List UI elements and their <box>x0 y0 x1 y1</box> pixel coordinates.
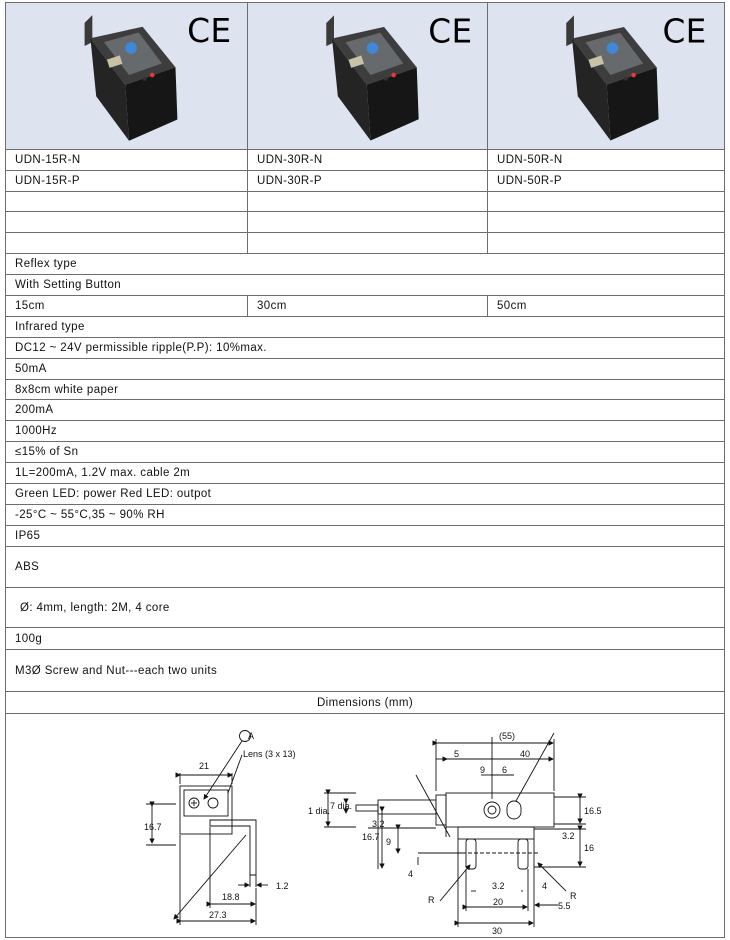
empty-cell <box>487 233 724 253</box>
setting-row: With Setting Button <box>6 275 724 296</box>
dim-55: (55) <box>499 731 515 741</box>
model-row-p: UDN-15R-P UDN-30R-P UDN-50R-P <box>6 171 724 192</box>
cable: Ø: 4mm, length: 2M, 4 core <box>20 601 170 614</box>
lens-label: Lens (3 x 13) <box>243 749 296 759</box>
current-row: 50mA <box>6 359 724 380</box>
empty-row <box>6 192 724 212</box>
weight-row: 100g <box>6 628 724 650</box>
material-row: ABS <box>6 547 724 588</box>
dim-21: 21 <box>199 761 209 771</box>
circle-a-label: A <box>248 731 254 741</box>
dim-16: 16 <box>584 843 594 853</box>
power-row: DC12 ~ 24V permissible ripple(P.P): 10%m… <box>6 338 724 359</box>
dim-16-5: 16.5 <box>584 806 602 816</box>
current-consumption: 50mA <box>15 363 47 375</box>
accessory-row: M3Ø Screw and Nut---each two units <box>6 650 724 692</box>
radius-label-right: R <box>570 891 577 901</box>
product-image-15: CE <box>6 3 247 149</box>
empty-row <box>6 212 724 233</box>
setting: With Setting Button <box>15 279 122 291</box>
response-frequency: 1000Hz <box>15 425 58 437</box>
target-row: 8x8cm white paper <box>6 380 724 400</box>
dim-27-3: 27.3 <box>209 910 227 920</box>
output-current: 200mA <box>15 404 54 416</box>
dim-16-7-right: 16.7 <box>362 832 380 842</box>
cable-row: Ø: 4mm, length: 2M, 4 core <box>6 588 724 628</box>
model-row-n: UDN-15R-N UDN-30R-N UDN-50R-N <box>6 150 724 171</box>
model-50-p: UDN-50R-P <box>487 171 724 191</box>
dim-30: 30 <box>492 926 502 936</box>
range-50: 50cm <box>487 296 724 316</box>
empty-cell <box>487 192 724 211</box>
dim-5: 5 <box>454 749 459 759</box>
ce-mark: CE <box>662 12 706 50</box>
dim-9: 9 <box>480 765 485 775</box>
dimensions-title: Dimensions (mm) <box>316 696 414 709</box>
dim-16-7: 16.7 <box>144 822 162 832</box>
product-image-30: CE <box>247 3 487 149</box>
dim-6: 6 <box>502 765 507 775</box>
model-30-n: UDN-30R-N <box>247 150 487 170</box>
empty-row <box>6 233 724 254</box>
material: ABS <box>15 561 40 573</box>
empty-cell <box>247 233 487 253</box>
light-source: Infrared type <box>15 321 85 333</box>
voltage-drop: 1L=200mA, 1.2V max. cable 2m <box>15 467 191 479</box>
range-30: 30cm <box>247 296 487 316</box>
sensor-type: Reflex type <box>15 258 77 270</box>
dim-9-right: 9 <box>386 837 391 847</box>
protection: IP65 <box>15 530 41 542</box>
sensor-type-row: Reflex type <box>6 254 724 275</box>
power-supply: DC12 ~ 24V permissible ripple(P.P): 10%m… <box>15 342 267 354</box>
product-image-50: CE <box>487 3 724 149</box>
empty-cell <box>6 233 247 253</box>
empty-cell <box>6 192 247 211</box>
empty-cell <box>6 212 247 232</box>
dimensions-title-row: Dimensions (mm) <box>6 692 724 714</box>
ce-mark: CE <box>428 12 472 50</box>
ambient: -25°C ~ 55°C,35 ~ 90% RH <box>15 509 165 521</box>
model-15-n: UDN-15R-N <box>15 154 81 166</box>
radius-label-left: R <box>428 895 435 905</box>
empty-cell <box>247 212 487 232</box>
dim-3-2: 3.2 <box>372 819 385 829</box>
model-30-p: UDN-30R-P <box>247 171 487 191</box>
dim-18-8: 18.8 <box>222 892 240 902</box>
indicator-row: Green LED: power Red LED: outpot <box>6 484 724 505</box>
indicator: Green LED: power Red LED: outpot <box>15 488 212 500</box>
range-row: 15cm 30cm 50cm <box>6 296 724 317</box>
frequency-row: 1000Hz <box>6 421 724 442</box>
hysteresis-row: ≤15% of Sn <box>6 442 724 463</box>
dim-5-5: 5.5 <box>558 901 571 911</box>
accessory: M3Ø Screw and Nut---each two units <box>15 664 218 677</box>
dim-4-bottom: 4 <box>542 881 547 891</box>
light-source-row: Infrared type <box>6 317 724 338</box>
ambient-row: -25°C ~ 55°C,35 ~ 90% RH <box>6 505 724 526</box>
model-50-n: UDN-50R-N <box>487 150 724 170</box>
dim-1-dia: 1 dia. <box>308 806 330 816</box>
empty-cell <box>487 212 724 232</box>
dim-4: 4 <box>408 869 413 879</box>
dim-20: 20 <box>493 897 503 907</box>
range-15: 15cm <box>15 300 45 312</box>
weight: 100g <box>15 632 43 645</box>
product-image-row: CE CE <box>6 3 724 150</box>
empty-cell <box>247 192 487 211</box>
dim-1-2: 1.2 <box>276 881 289 891</box>
dim-3-2-bottom: 3.2 <box>492 881 505 891</box>
dim-3-2-right: 3.2 <box>562 831 575 841</box>
output-current-row: 200mA <box>6 400 724 421</box>
voltage-drop-row: 1L=200mA, 1.2V max. cable 2m <box>6 463 724 484</box>
ce-mark: CE <box>187 11 231 50</box>
standard-target: 8x8cm white paper <box>15 383 119 396</box>
protection-row: IP65 <box>6 526 724 547</box>
dim-40: 40 <box>520 749 530 759</box>
dim-7-dia: 7 dia. <box>330 801 352 811</box>
spec-sheet: CE CE <box>5 2 725 938</box>
hysteresis: ≤15% of Sn <box>15 446 79 458</box>
dimension-drawing: A Lens (3 x 13) 21 16.7 1.2 18.8 27.3 (5… <box>6 715 724 937</box>
model-15-p: UDN-15R-P <box>15 175 80 187</box>
